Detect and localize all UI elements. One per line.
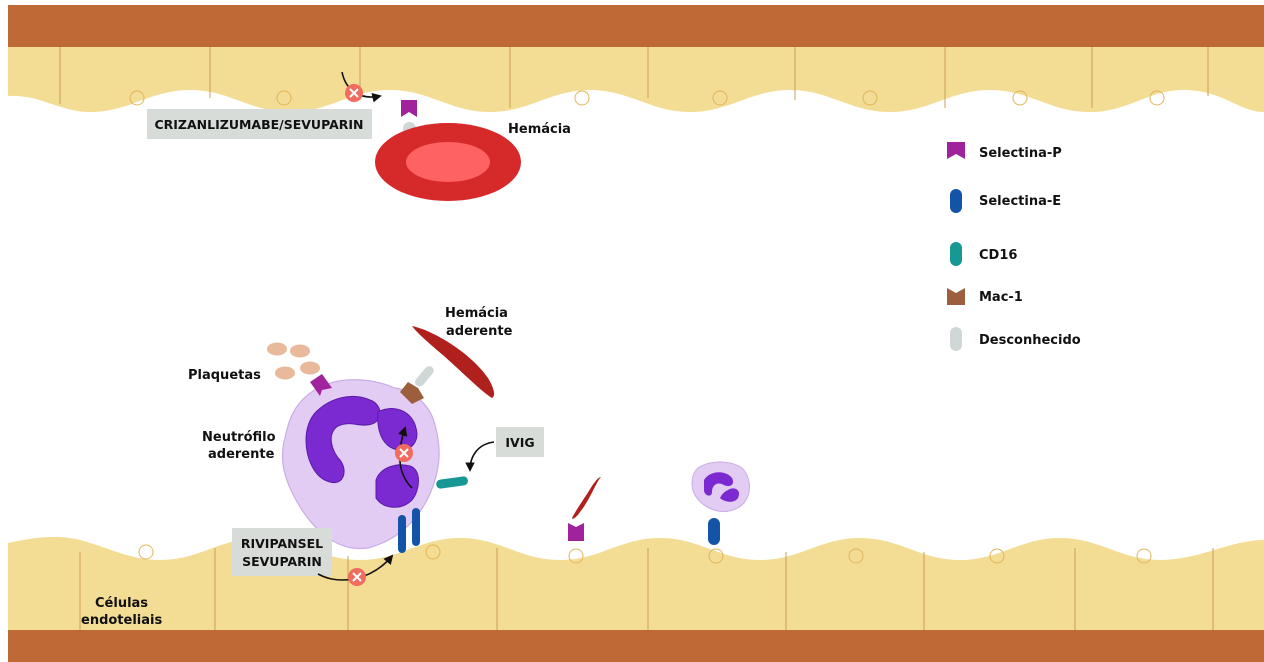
small-neutrophil [692,462,749,512]
selectina-e-receptor-small [708,518,720,545]
selectina-p-receptor-wall [568,523,584,541]
bottom-endothelium [8,537,1264,630]
selectina-e-receptor-2 [412,508,420,546]
drug-label-bottom-2: SEVUPARIN [242,554,322,569]
label-celulas-1: Células [95,596,148,611]
legend-label-desconhecido: Desconhecido [979,333,1081,348]
drug-label-top: CRIZANLIZUMABE/SEVUPARIN [154,117,363,132]
cd16-receptor [436,476,469,489]
selectina-e-icon [950,189,962,213]
red-blood-cell [375,123,521,201]
mac1-icon [947,288,965,305]
blocker-icon [395,444,413,462]
arrow-ivig [470,442,494,470]
blocker-icon [345,84,363,102]
top-vessel-wall [8,5,1264,47]
drug-label-bottom-1: RIVIPANSEL [241,536,323,551]
blocker-icon [348,568,366,586]
label-hemacia: Hemácia [508,122,571,137]
platelets [267,343,320,380]
legend: Selectina-P Selectina-E CD16 Mac-1 Desco… [947,142,1081,351]
drug-label-ivig: IVIG [505,435,534,450]
label-hemacia-aderente-1: Hemácia [445,306,508,321]
cd16-icon [950,242,962,266]
desconhecido-icon [950,327,962,351]
selectina-p-receptor-top [401,100,417,117]
label-plaquetas: Plaquetas [188,368,261,383]
label-neutrofilo-1: Neutrófilo [202,430,276,445]
sickle-cell-small [572,477,601,519]
label-neutrofilo-2: aderente [208,447,275,462]
legend-label-selectina-e: Selectina-E [979,194,1061,209]
legend-label-selectina-p: Selectina-P [979,146,1062,161]
label-celulas-2: endoteliais [81,613,162,628]
legend-label-mac1: Mac-1 [979,290,1023,305]
top-endothelium [8,47,1264,112]
bottom-vessel-wall [8,630,1264,662]
label-hemacia-aderente-2: aderente [446,324,513,339]
selectina-e-receptor-1 [398,515,406,553]
legend-label-cd16: CD16 [979,248,1017,263]
desconhecido-receptor-neutrophil [413,364,435,388]
selectina-p-icon [947,142,965,159]
